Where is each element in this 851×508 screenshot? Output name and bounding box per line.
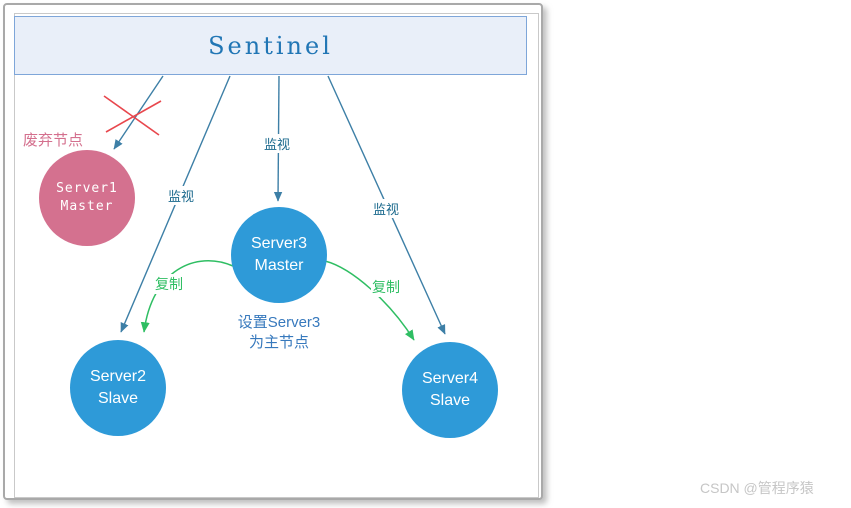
monitor-label-right: 监视 xyxy=(372,199,401,218)
monitor-label-center: 监视 xyxy=(263,134,292,153)
node-server3-master: Server3 Master xyxy=(231,207,327,303)
node-server4-name: Server4 xyxy=(421,370,479,388)
replicate-curve-server4 xyxy=(324,260,415,341)
node-server3-name: Server3 xyxy=(250,235,308,253)
fail-cross-stroke-1 xyxy=(103,95,160,136)
promote-note: 设置Server3 为主节点 xyxy=(217,313,341,354)
node-server2-name: Server2 xyxy=(89,368,147,386)
replicate-curve-server2 xyxy=(140,259,234,333)
monitor-arrow-server1 xyxy=(113,75,164,150)
node-server1-name: Server1 xyxy=(56,181,118,197)
promote-note-line2: 为主节点 xyxy=(248,334,309,352)
node-server1-role: Master xyxy=(60,199,114,214)
replicate-label-right: 复制 xyxy=(371,277,401,297)
promote-note-line1: 设置Server3 xyxy=(237,314,321,331)
node-server1-master: Server1 Master xyxy=(39,150,135,246)
csdn-watermark: CSDN @管程序猿 xyxy=(700,480,814,496)
monitor-label-left: 监视 xyxy=(167,186,196,205)
node-server2-slave: Server2 Slave xyxy=(70,340,166,436)
fail-cross-stroke-2 xyxy=(105,100,162,133)
replicate-label-left: 复制 xyxy=(154,274,184,294)
node-server2-role: Slave xyxy=(97,390,139,407)
sentinel-box: Sentinel xyxy=(14,16,527,75)
node-server4-slave: Server4 Slave xyxy=(402,342,498,438)
abandoned-node-label: 废弃节点 xyxy=(23,132,84,149)
node-server3-role: Master xyxy=(254,257,304,274)
node-server4-role: Slave xyxy=(429,392,471,409)
